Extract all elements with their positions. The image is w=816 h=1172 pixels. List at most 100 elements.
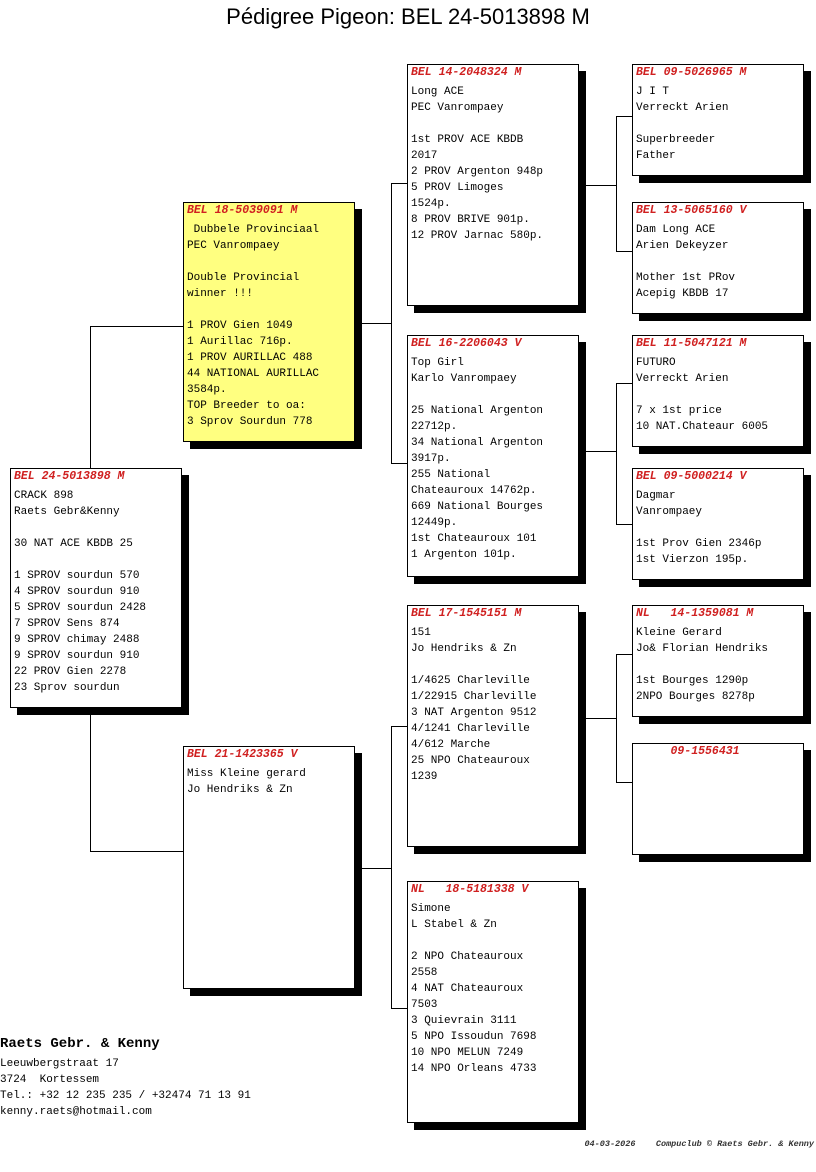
ring-number: 09-1556431: [636, 745, 740, 758]
ring-number: BEL 16-2206043 V: [411, 337, 522, 350]
pigeon-info-line: 10 NAT.Chateaur 6005: [636, 421, 769, 433]
pigeon-info-line: Verreckt Arien: [636, 102, 729, 114]
connector-line: [90, 709, 91, 851]
pigeon-info-line: Simone: [411, 903, 451, 915]
pigeon-info-line: 1/4625 Charleville: [411, 675, 530, 687]
connector-line: [616, 116, 617, 251]
connector-line: [616, 524, 632, 525]
pigeon-info-line: winner !!!: [187, 288, 254, 300]
pigeon-card-dam[interactable]: BEL 21-1423365 V Miss Kleine gerard Jo Hen…: [183, 746, 355, 989]
pigeon-info-line: 1 Argenton 101p.: [411, 549, 517, 561]
pigeon-info-line: 22 PROV Gien 2278: [14, 666, 127, 678]
pigeon-info-line: 5 NPO Issoudun 7698: [411, 1031, 537, 1043]
pigeon-info-line: 1st Chateauroux 101: [411, 533, 537, 545]
pigeon-info-line: [411, 657, 575, 673]
pigeon-info-line: 151: [411, 627, 431, 639]
connector-line: [616, 782, 632, 783]
pigeon-info-line: 30 NAT ACE KBDB 25: [14, 538, 133, 550]
connector-line: [580, 185, 616, 186]
pigeon-info-line: 8 PROV BRIVE 901p.: [411, 214, 530, 226]
pigeon-info-line: [636, 657, 800, 673]
pigeon-info-line: 2 PROV Argenton 948p: [411, 166, 544, 178]
connector-line: [391, 726, 407, 727]
pigeon-info-line: 7 x 1st price: [636, 405, 722, 417]
pigeon-info-line: J I T: [636, 86, 670, 98]
pigeon-info-line: Double Provincial: [187, 272, 300, 284]
pigeon-info-line: 1st Bourges 1290p: [636, 675, 749, 687]
pigeon-info-line: 669 National Bourges: [411, 501, 544, 513]
connector-line: [391, 1008, 407, 1009]
pigeon-info-line: CRACK 898: [14, 490, 74, 502]
connector-line: [357, 323, 391, 324]
pigeon-info-line: [636, 254, 800, 270]
pigeon-info-line: Top Girl: [411, 357, 464, 369]
ring-number: BEL 18-5039091 M: [187, 204, 298, 217]
pigeon-info-line: 1 PROV AURILLAC 488: [187, 352, 313, 364]
pigeon-info-line: Father: [636, 150, 676, 162]
pigeon-info-line: PEC Vanrompaey: [187, 240, 280, 252]
connector-line: [616, 251, 632, 252]
pigeon-info-line: 255 National: [411, 469, 491, 481]
page-title: Pédigree Pigeon: BEL 24-5013898 M: [226, 4, 590, 29]
connector-line: [616, 116, 632, 117]
connector-line: [90, 851, 183, 852]
pigeon-info-line: 1 SPROV sourdun 570: [14, 570, 140, 582]
pigeon-info-line: Jo Hendriks & Zn: [187, 784, 293, 796]
pigeon-info-line: [187, 302, 351, 318]
breeder-email: kenny.raets@hotmail.com: [0, 1106, 152, 1118]
pigeon-info-line: 25 National Argenton: [411, 405, 544, 417]
pigeon-info-line: Superbreeder: [636, 134, 716, 146]
footer-credit: 04-03-2026 Compuclub © Raets Gebr. & Ken…: [584, 1139, 814, 1149]
pigeon-info-line: 10 NPO MELUN 7249: [411, 1047, 524, 1059]
connector-line: [90, 326, 91, 468]
pigeon-info-line: 3584p.: [187, 384, 227, 396]
ring-number: BEL 09-5026965 M: [636, 66, 747, 79]
pigeon-info-line: [636, 387, 800, 403]
pigeon-card-ds-dam[interactable]: 09-1556431: [632, 743, 804, 855]
pigeon-info-line: Vanrompaey: [636, 506, 703, 518]
ring-number: BEL 24-5013898 M: [14, 470, 125, 483]
pigeon-info-line: 4/612 Marche: [411, 739, 491, 751]
pigeon-info-line: 9 SPROV chimay 2488: [14, 634, 140, 646]
connector-line: [391, 183, 407, 184]
pigeon-info-line: 1st Vierzon 195p.: [636, 554, 749, 566]
connector-line: [616, 383, 632, 384]
ring-number: BEL 17-1545151 M: [411, 607, 522, 620]
connector-line: [616, 654, 617, 782]
pigeon-info-line: [411, 933, 575, 949]
breeder-city: 3724 Kortessem: [0, 1074, 100, 1086]
pigeon-info-line: Chateauroux 14762p.: [411, 485, 537, 497]
pigeon-info-line: 4 SPROV sourdun 910: [14, 586, 140, 598]
connector-line: [391, 463, 407, 464]
connector-line: [616, 383, 617, 524]
pigeon-info-line: 9 SPROV sourdun 910: [14, 650, 140, 662]
pigeon-info-line: 14 NPO Orleans 4733: [411, 1063, 537, 1075]
pigeon-info-line: [411, 387, 575, 403]
ring-number: NL 18-5181338 V: [411, 883, 529, 896]
connector-line: [616, 654, 632, 655]
pigeon-info-line: 4 NAT Chateauroux: [411, 983, 524, 995]
breeder-phone: Tel.: +32 12 235 235 / +32474 71 13 91: [0, 1090, 251, 1102]
pigeon-info-line: 4/1241 Charleville: [411, 723, 530, 735]
breeder-street: Leeuwbergstraat 17: [0, 1058, 119, 1070]
ring-number: BEL 21-1423365 V: [187, 748, 298, 761]
pigeon-info-line: 1524p.: [411, 198, 451, 210]
pigeon-info-line: [636, 116, 800, 132]
pigeon-info-line: 7 SPROV Sens 874: [14, 618, 120, 630]
pigeon-info-line: 1/22915 Charleville: [411, 691, 537, 703]
pigeon-info-line: [14, 552, 178, 568]
connector-line: [391, 183, 392, 463]
ring-number: BEL 11-5047121 M: [636, 337, 747, 350]
pigeon-info-line: Miss Kleine gerard: [187, 768, 306, 780]
